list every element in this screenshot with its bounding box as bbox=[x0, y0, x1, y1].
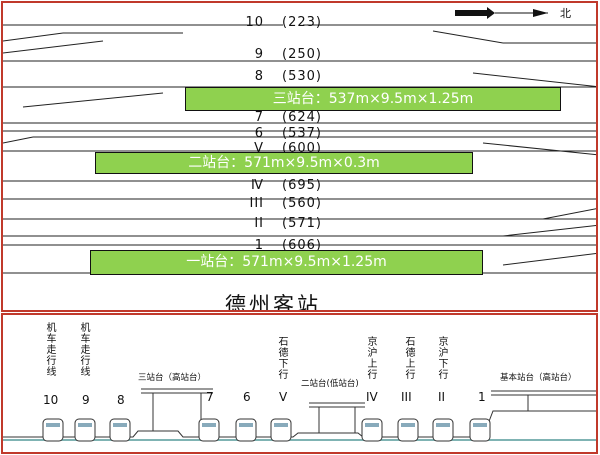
label-shide-up: 石德上行 bbox=[405, 337, 416, 381]
label-basic-platform: 基本站台（高站台） bbox=[500, 373, 577, 383]
platform-3: 三站台：537m×9.5m×1.25m bbox=[185, 87, 561, 111]
north-label: 北 bbox=[560, 7, 572, 20]
track-label-7: 7(624) bbox=[254, 110, 322, 125]
label-jinghu-up: 京沪上行 bbox=[367, 337, 378, 381]
track-label-6: 6(537) bbox=[254, 126, 322, 141]
track-label-ii: II(571) bbox=[254, 216, 322, 231]
cross-section-panel: 机车走行线 机车走行线 石德下行 京沪上行 石德上行 京沪下行 10 9 8 7… bbox=[1, 313, 598, 454]
label-second-platform: 二站台(低站台) bbox=[301, 379, 359, 389]
platform-2: 二站台：571m×9.5m×0.3m bbox=[95, 152, 473, 174]
num-ii: II bbox=[438, 390, 446, 404]
num-8: 8 bbox=[117, 393, 125, 407]
track-label-iii: III(560) bbox=[249, 196, 322, 211]
train-window-icons bbox=[46, 423, 487, 427]
num-v: V bbox=[279, 390, 288, 404]
num-7: 7 bbox=[206, 390, 214, 404]
label-shide-down: 石德下行 bbox=[278, 337, 289, 381]
num-iii: III bbox=[401, 390, 412, 404]
track-label-8: 8(530) bbox=[254, 69, 322, 84]
num-1: 1 bbox=[478, 390, 486, 404]
north-arrow-icon bbox=[455, 7, 548, 19]
track-label-1: 1(606) bbox=[254, 238, 322, 253]
section-drawing bbox=[3, 388, 596, 442]
label-locomotive-line-10: 机车走行线 bbox=[46, 323, 57, 378]
track-label-9: 9(250) bbox=[254, 47, 322, 62]
track-plan-panel: 北 10(223) 9(250) 8(530) 7(624) 6(537) V(… bbox=[1, 1, 598, 312]
track-label-10: 10(223) bbox=[245, 15, 322, 30]
num-iv: IV bbox=[366, 390, 378, 404]
station-name: 德州客站 bbox=[225, 293, 321, 312]
num-6: 6 bbox=[243, 390, 251, 404]
label-locomotive-line-9: 机车走行线 bbox=[80, 323, 91, 378]
track-label-iv: Ⅳ(695) bbox=[251, 178, 322, 193]
train-car-icons bbox=[42, 418, 491, 442]
label-third-platform: 三站台（高站台） bbox=[138, 373, 207, 383]
num-10: 10 bbox=[43, 393, 59, 407]
num-9: 9 bbox=[82, 393, 90, 407]
platform-1: 一站台：571m×9.5m×1.25m bbox=[90, 250, 483, 275]
label-jinghu-down: 京沪下行 bbox=[438, 337, 449, 381]
